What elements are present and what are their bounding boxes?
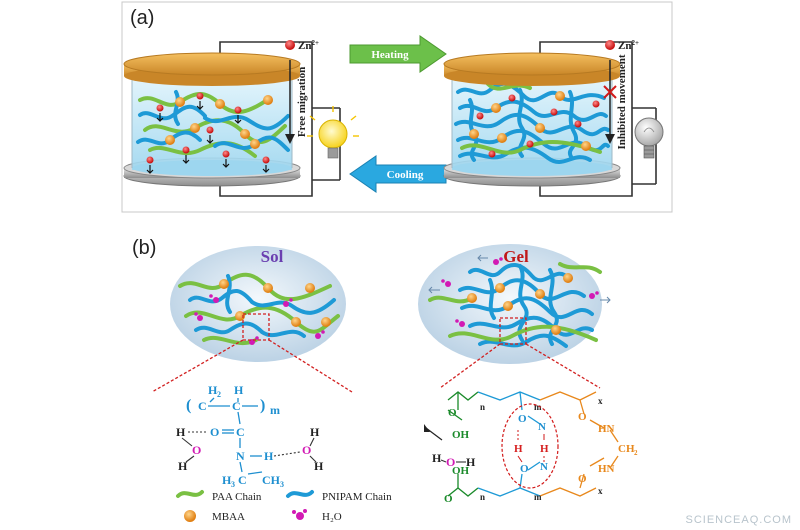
svg-text:O: O (448, 407, 457, 419)
svg-text:H: H (222, 473, 232, 487)
legend: PAA Chain PNIPAM Chain MBAA H₂O (176, 490, 392, 523)
panel-a-label: (a) (130, 7, 154, 29)
svg-text:x: x (598, 486, 603, 496)
svg-text:3: 3 (280, 480, 284, 489)
gel-label: Gel (503, 247, 529, 266)
svg-text:O: O (578, 473, 587, 485)
unlit-bulb-icon (632, 107, 664, 185)
legend-pnipam-label: PNIPAM Chain (322, 491, 392, 503)
zn-ion-icon-left (285, 40, 295, 50)
svg-text:m: m (534, 492, 542, 502)
lit-bulb-icon (307, 106, 359, 181)
zn-label-left: Zn2+ (298, 39, 319, 52)
svg-text:3: 3 (231, 480, 235, 489)
water-release: H O H (424, 424, 476, 469)
right-cell-zn-ions (476, 94, 600, 158)
left-cell-zn-ions (146, 92, 270, 174)
legend-paa-swatch (176, 490, 204, 498)
left-cell: Free migration Zn2+ (123, 39, 359, 197)
svg-text:O: O (520, 463, 529, 475)
right-cell-mbaa (469, 91, 591, 151)
svg-text:H: H (514, 443, 523, 455)
zn-label-right: Zn2+ (618, 39, 639, 52)
svg-text:H: H (314, 459, 324, 473)
left-circuit-wire (219, 41, 313, 197)
svg-text:CH: CH (262, 473, 281, 487)
svg-text:O: O (192, 443, 201, 457)
svg-text:H: H (234, 383, 244, 397)
svg-text:n: n (480, 402, 485, 412)
svg-text:C: C (232, 399, 241, 413)
svg-text:CH: CH (618, 443, 635, 455)
legend-pnipam-swatch (286, 490, 314, 498)
svg-text:O: O (446, 455, 455, 469)
gel-network: Gel (418, 244, 611, 364)
legend-paa-label: PAA Chain (212, 491, 262, 503)
legend-h2o-label: H₂O (322, 511, 342, 523)
svg-text:x: x (598, 396, 603, 406)
svg-text:2: 2 (217, 390, 221, 399)
svg-text:C: C (238, 473, 247, 487)
svg-text:H: H (208, 383, 218, 397)
svg-text:O: O (518, 413, 527, 425)
right-circuit-wire (539, 41, 633, 197)
svg-text:): ) (260, 397, 265, 414)
svg-text:O: O (578, 411, 587, 423)
blocked-x-icon (603, 85, 617, 99)
left-cell-mbaa (165, 95, 273, 149)
svg-text:H: H (264, 449, 274, 463)
svg-text:H: H (176, 425, 186, 439)
svg-text:N: N (540, 461, 548, 473)
svg-text:OH: OH (452, 465, 470, 477)
svg-text:2: 2 (634, 449, 638, 457)
svg-text:H: H (178, 459, 188, 473)
zn-ion-icon-right (605, 40, 615, 50)
heating-arrow: Heating (349, 35, 447, 73)
svg-text:m: m (534, 402, 542, 412)
svg-text:H: H (466, 455, 476, 469)
sol-network: Sol (170, 246, 346, 362)
svg-text:C: C (236, 425, 245, 439)
legend-mbaa-swatch (184, 510, 196, 522)
sol-label: Sol (261, 247, 284, 266)
cooling-label: Cooling (387, 169, 424, 181)
svg-text:m: m (270, 403, 280, 417)
svg-text:OH: OH (452, 429, 470, 441)
svg-text:O: O (444, 493, 453, 505)
svg-text:O: O (210, 425, 219, 439)
panel-b-label: (b) (132, 237, 156, 259)
svg-text:N: N (236, 449, 245, 463)
svg-text:C: C (198, 399, 207, 413)
right-cell-chains (454, 81, 610, 164)
inhibited-movement-label: Inhibited movement (616, 54, 628, 149)
heating-label: Heating (371, 49, 409, 61)
svg-text:O: O (302, 443, 311, 457)
svg-text:H: H (310, 425, 320, 439)
svg-text:HN: HN (598, 423, 615, 435)
svg-text:HN: HN (598, 463, 615, 475)
svg-text:H: H (540, 443, 549, 455)
watermark: SCIENCEAQ.COM (685, 514, 792, 526)
svg-text:N: N (538, 421, 546, 433)
right-cell: Inhibited movement Zn2+ (443, 39, 664, 197)
svg-text:H: H (432, 451, 442, 465)
svg-text:n: n (480, 492, 485, 502)
cooling-arrow: Cooling (349, 155, 447, 193)
free-migration-label: Free migration (296, 67, 308, 137)
legend-mbaa-label: MBAA (212, 511, 245, 523)
legend-h2o-swatch (292, 509, 307, 520)
svg-text:(: ( (186, 397, 191, 414)
